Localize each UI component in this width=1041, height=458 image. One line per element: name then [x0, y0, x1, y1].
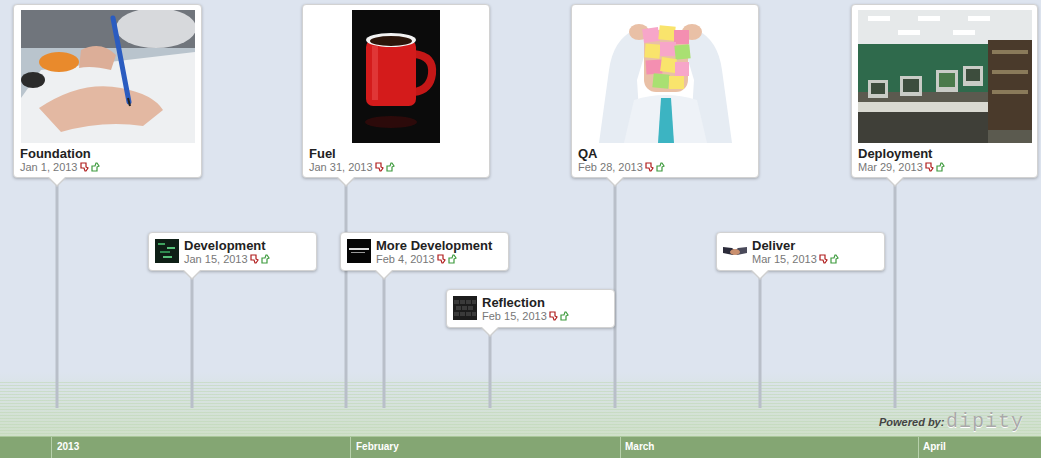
rating-icons: [645, 162, 666, 172]
event-title: Deployment: [858, 146, 1031, 161]
event-card: DevelopmentJan 15, 2013: [148, 232, 317, 271]
card-pointer: [338, 177, 354, 185]
computer-lab-photo: [858, 10, 1032, 143]
rating-icons: [819, 254, 840, 264]
event-date-row: Feb 15, 2013: [482, 310, 608, 322]
event-text: DeliverMar 15, 2013: [723, 238, 878, 265]
event-date: Feb 15, 2013: [482, 310, 547, 322]
sticky-notes-photo: [579, 10, 752, 143]
event-date: Mar 15, 2013: [752, 253, 817, 265]
event-date: Feb 4, 2013: [376, 253, 435, 265]
event-title: More Development: [376, 238, 502, 253]
time-axis: [0, 436, 1041, 458]
event-icon: [723, 239, 747, 263]
spacer: [309, 143, 483, 146]
event-date-row: Feb 28, 2013: [578, 161, 752, 173]
event-date-row: Mar 29, 2013: [858, 161, 1031, 173]
event-card: FoundationJan 1, 2013: [13, 4, 202, 178]
event-date: Jan 15, 2013: [184, 253, 248, 265]
rating-icons: [250, 254, 271, 264]
axis-label: 2013: [57, 441, 79, 452]
credit-text: Powered by:: [879, 416, 944, 428]
event-icon: [453, 296, 477, 320]
event-date: Jan 1, 2013: [20, 161, 78, 173]
event-title: Deliver: [752, 238, 878, 253]
event-date-row: Jan 31, 2013: [309, 161, 483, 173]
event-date: Jan 31, 2013: [309, 161, 373, 173]
event-date-row: Mar 15, 2013: [752, 253, 878, 265]
event-date-row: Feb 4, 2013: [376, 253, 502, 265]
brand-logo: dipity: [946, 410, 1024, 433]
card-pointer: [752, 270, 768, 278]
rating-icons: [80, 162, 101, 172]
axis-label: April: [923, 441, 946, 452]
desk-photo: [21, 10, 195, 143]
spacer: [20, 143, 195, 146]
event-title: QA: [578, 146, 752, 161]
event-card: QAFeb 28, 2013: [571, 4, 759, 178]
event-date: Mar 29, 2013: [858, 161, 923, 173]
axis-label: March: [625, 441, 654, 452]
event-text: More DevelopmentFeb 4, 2013: [347, 238, 502, 265]
event-card: ReflectionFeb 15, 2013: [446, 289, 615, 328]
rating-icons: [549, 311, 570, 321]
event-card: DeliverMar 15, 2013: [716, 232, 885, 271]
event-card: FuelJan 31, 2013: [302, 4, 490, 178]
card-pointer: [887, 177, 903, 185]
event-icon: [347, 239, 371, 263]
card-pointer: [376, 270, 392, 278]
event-date-row: Jan 1, 2013: [20, 161, 195, 173]
card-pointer: [607, 177, 623, 185]
event-card: DeploymentMar 29, 2013: [851, 4, 1038, 178]
spacer: [578, 143, 752, 146]
event-text: DevelopmentJan 15, 2013: [155, 238, 310, 265]
event-title: Foundation: [20, 146, 195, 161]
event-title: Development: [184, 238, 310, 253]
event-icon: [155, 239, 179, 263]
event-title: Reflection: [482, 295, 608, 310]
event-title: Fuel: [309, 146, 483, 161]
coffee-mug-photo: [352, 10, 440, 143]
axis-label: February: [356, 441, 399, 452]
card-pointer: [482, 327, 498, 335]
event-date-row: Jan 15, 2013: [184, 253, 310, 265]
rating-icons: [437, 254, 458, 264]
rating-icons: [375, 162, 396, 172]
card-pointer: [184, 270, 200, 278]
spacer: [858, 143, 1031, 146]
rating-icons: [925, 162, 946, 172]
event-date: Feb 28, 2013: [578, 161, 643, 173]
event-text: ReflectionFeb 15, 2013: [453, 295, 608, 322]
card-pointer: [49, 177, 65, 185]
event-card: More DevelopmentFeb 4, 2013: [340, 232, 509, 271]
